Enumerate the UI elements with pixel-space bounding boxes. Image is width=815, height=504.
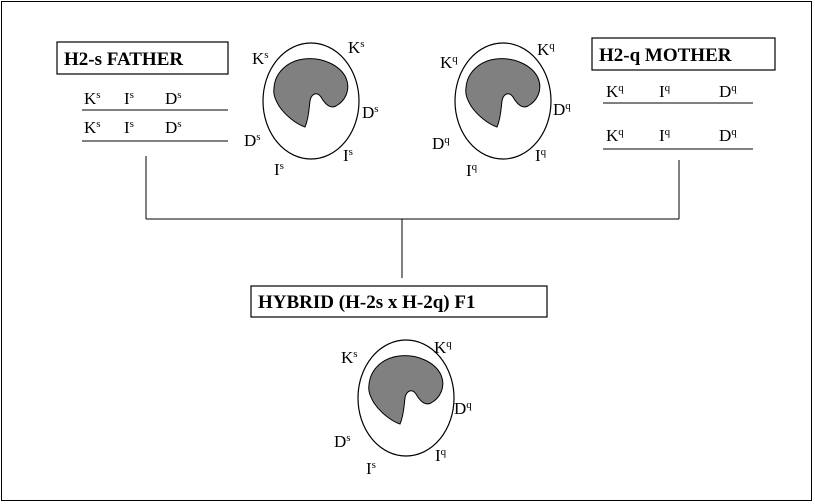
mother-r2-k: Kq [606,126,624,145]
hybrid-title: HYBRID (H-2s x H-2q) F1 [258,292,475,313]
father-cell-d-left: Ds [244,131,261,150]
hybrid-cell-k-right: Kq [434,338,452,357]
father-r1-d: Ds [165,89,182,108]
father-r2-k: Ks [84,118,101,137]
father-title-box [56,41,229,75]
mother-r1-k: Kq [606,82,624,101]
father-row-2: Ks Is Ds [84,118,182,137]
father-cell-d-right: Ds [362,103,379,122]
mother-cell-k-left: Kq [440,53,458,72]
mother-title: H2-q MOTHER [599,45,732,66]
hybrid-cell-i-left: Is [366,459,376,478]
father-r2-i: Is [124,118,134,137]
father-cell-i-right: Is [343,146,353,165]
hybrid-cell-nucleus [368,355,444,425]
hybrid-title-box [250,285,548,318]
mother-cell-i-right: Iq [535,146,547,165]
mother-cell-k-right: Kq [537,40,555,59]
mother-cell-d-left: Dq [432,134,450,153]
father-cell-k-left: Ks [252,49,269,68]
mother-r1-d: Dq [719,82,737,101]
father-title: H2-s FATHER [64,49,183,70]
father-r2-d: Ds [165,118,182,137]
hybrid-cell-k-left: Ks [341,348,358,367]
cross-connector [145,156,680,278]
hybrid-cell-d-right: Dq [454,399,472,418]
mother-cell-i-left: Iq [466,161,478,180]
hybrid-cell: Ks Kq Dq Ds Is Iq [334,338,472,478]
mother-cell-d-right: Dq [553,100,571,119]
mother-row-2: Kq Iq Dq [606,126,737,145]
mother-cell-nucleus [465,58,541,128]
mother-cell: Kq Kq Dq Dq Iq Iq [432,40,571,180]
father-cell-i-left: Is [274,160,284,179]
father-cell-nucleus [273,58,349,128]
father-r1-k: Ks [84,89,101,108]
mother-title-box [591,37,776,71]
father-row-1: Ks Is Ds [84,89,182,108]
father-cell: Ks Ks Ds Ds Is Is [244,38,379,179]
father-r1-i: Is [124,89,134,108]
mother-row-1: Kq Iq Dq [606,82,737,101]
hybrid-cell-d-left: Ds [334,432,351,451]
father-cell-k-right: Ks [348,38,365,57]
mother-r1-i: Iq [659,82,671,101]
mother-r2-d: Dq [719,126,737,145]
mother-r2-i: Iq [659,126,671,145]
hybrid-cell-i-right: Iq [435,446,447,465]
